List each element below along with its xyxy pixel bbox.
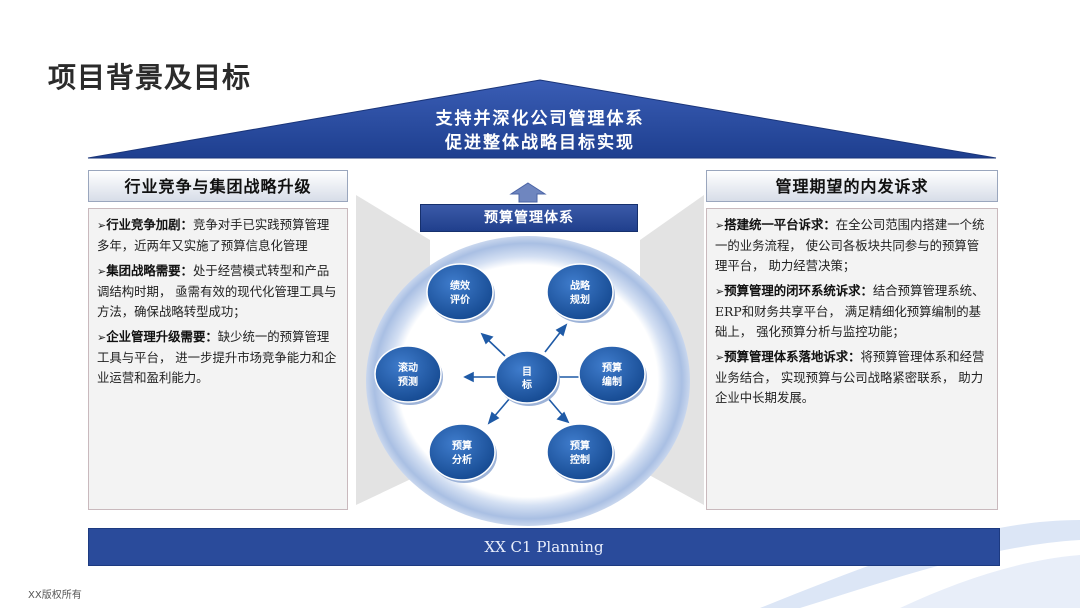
node-label-line1: 绩效: [450, 279, 471, 292]
node-circle: [578, 345, 646, 403]
hub-label-char: 标: [521, 378, 532, 391]
connector-arrow: [546, 396, 565, 418]
right-item-2-keyword: 预算管理的闭环系统诉求：: [724, 283, 873, 298]
left-item-3: ➢企业管理升级需要：缺少统一的预算管理工具与平台， 进一步提升市场竞争能力和企业…: [97, 327, 339, 388]
bullet-arrow-icon: ➢: [97, 219, 107, 232]
node-circle: [428, 423, 496, 481]
node-circle: [426, 263, 494, 321]
node-circle: [546, 263, 614, 321]
arrowhead-icon: [487, 411, 500, 425]
left-item-2-text: 处于经营模式转型和产品调结构时期， 亟需有效的现代化管理工具与方法，确保战略转型…: [97, 263, 337, 319]
node-label-line2: 预测: [398, 375, 418, 388]
node-label-line1: 战略: [570, 279, 591, 292]
left-panel-heading: 行业竞争与集团战略升级: [88, 170, 348, 202]
right-item-3-text: 将预算管理体系和经营业务结合， 实现预算与公司战略紧密联系， 助力企业中长期发展…: [715, 349, 985, 405]
bullet-arrow-icon: ➢: [97, 331, 107, 344]
node-label-line2: 规划: [570, 293, 590, 306]
node-label-line1: 预算: [570, 439, 590, 452]
right-item-2-text: 结合预算管理系统、 ERP和财务共享平台， 满足精细化预算编制的基础上， 强化预…: [715, 283, 985, 339]
bullet-arrow-icon: ➢: [715, 285, 725, 298]
arrowhead-icon: [555, 323, 568, 337]
node-hub-goal: 目标: [495, 350, 560, 406]
node-budget-preparation: 预算编制: [578, 345, 647, 405]
right-item-1-text: 在全公司范围内搭建一个统一的业务流程， 使公司各板块共同参与的预算管理平台， 助…: [715, 217, 985, 273]
bottom-bar: [88, 528, 1000, 566]
left-panel-body: ➢行业竞争加剧：竞争对手已实践预算管理多年，近两年又实施了预算信息化管理 ➢集团…: [88, 208, 348, 510]
left-item-3-keyword: 企业管理升级需要：: [106, 329, 218, 344]
node-label-line1: 滚动: [398, 361, 418, 374]
right-panel-body: ➢搭建统一平台诉求：在全公司范围内搭建一个统一的业务流程， 使公司各板块共同参与…: [706, 208, 998, 510]
left-item-2: ➢集团战略需要：处于经营模式转型和产品调结构时期， 亟需有效的现代化管理工具与方…: [97, 261, 339, 322]
bullet-arrow-icon: ➢: [715, 351, 725, 364]
right-item-3-keyword: 预算管理体系落地诉求：: [724, 349, 861, 364]
left-item-1: ➢行业竞争加剧：竞争对手已实践预算管理多年，近两年又实施了预算信息化管理: [97, 215, 339, 256]
left-item-2-keyword: 集团战略需要：: [106, 263, 193, 278]
left-item-1-text: 竞争对手已实践预算管理多年，近两年又实施了预算信息化管理: [97, 217, 330, 253]
node-label-line2: 评价: [450, 293, 471, 306]
bottom-bar-text: XX C1 Planning: [484, 538, 604, 556]
node-label-line2: 编制: [602, 375, 622, 388]
right-item-1: ➢搭建统一平台诉求：在全公司范围内搭建一个统一的业务流程， 使公司各板块共同参与…: [715, 215, 989, 276]
right-item-2: ➢预算管理的闭环系统诉求：结合预算管理系统、 ERP和财务共享平台， 满足精细化…: [715, 281, 989, 342]
arrowhead-icon: [463, 371, 474, 383]
right-item-3: ➢预算管理体系落地诉求：将预算管理体系和经营业务结合， 实现预算与公司战略紧密联…: [715, 347, 989, 408]
arrowhead-icon: [556, 411, 570, 424]
page-title: 项目背景及目标: [48, 61, 252, 94]
connector-arrow: [485, 337, 506, 357]
budget-system-label: 预算管理体系: [420, 204, 638, 232]
node-circle: [546, 423, 614, 481]
node-circle: [374, 345, 442, 403]
roof-line-2: 促进整体战略目标实现: [445, 133, 635, 153]
bullet-arrow-icon: ➢: [715, 219, 725, 232]
node-circle: [495, 350, 559, 404]
bullet-arrow-icon: ➢: [97, 265, 107, 278]
right-item-1-keyword: 搭建统一平台诉求：: [724, 217, 836, 232]
arrowhead-icon: [480, 332, 494, 345]
copyright-text: XX版权所有: [28, 590, 82, 601]
connector-arrow: [492, 397, 511, 419]
hub-label-char: 目: [522, 366, 532, 378]
node-budget-analysis: 预算分析: [428, 423, 497, 483]
connector-arrow: [544, 329, 563, 353]
node-label-line1: 预算: [452, 439, 472, 452]
left-item-3-text: 缺少统一的预算管理工具与平台， 进一步提升市场竞争能力和企业运营和盈利能力。: [97, 329, 337, 385]
right-panel-heading: 管理期望的内发诉求: [706, 170, 998, 202]
node-label-line1: 预算: [602, 361, 622, 374]
roof-line-1: 支持并深化公司管理体系: [435, 109, 645, 129]
node-label-line2: 控制: [570, 453, 590, 466]
left-item-1-keyword: 行业竞争加剧：: [106, 217, 193, 232]
node-label-line2: 分析: [452, 453, 472, 466]
